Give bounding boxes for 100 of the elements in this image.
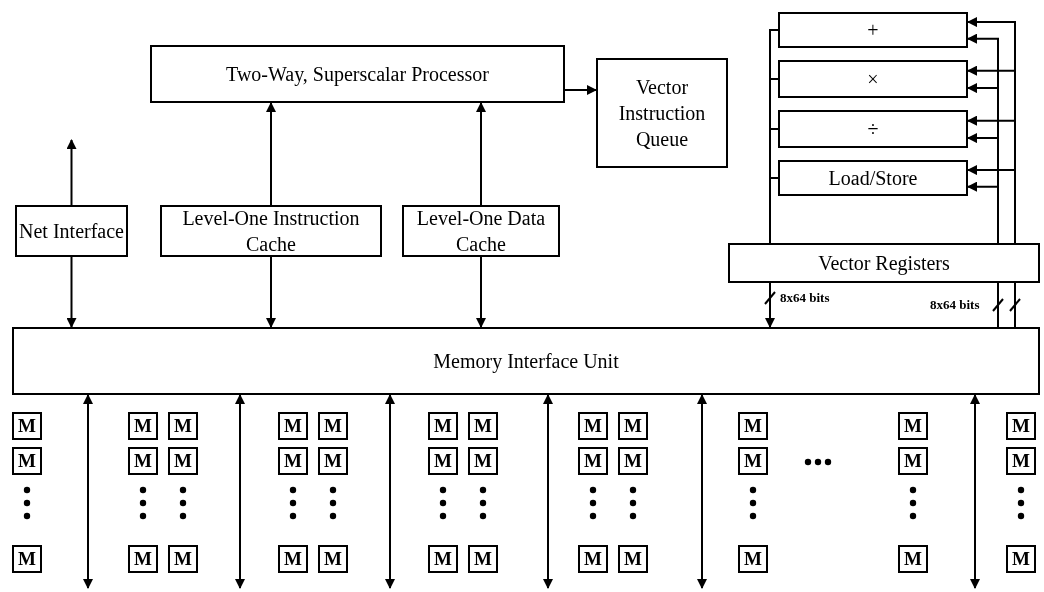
block-label: M	[284, 448, 302, 473]
memory-module-box	[128, 545, 158, 573]
memory-module-box	[738, 447, 768, 475]
block-label: M	[624, 546, 642, 571]
connector-line	[997, 282, 999, 328]
memory-module-box	[12, 545, 42, 573]
block-label: Vector Registers	[818, 251, 950, 276]
memory-module-box	[318, 447, 348, 475]
block-label: M	[434, 546, 452, 571]
block-label: Level-One Data Cache	[415, 206, 547, 257]
block-label: M	[134, 546, 152, 571]
block-label: M	[134, 448, 152, 473]
memory-module-box	[128, 412, 158, 440]
block-box	[728, 243, 1040, 283]
block-label: M	[324, 413, 342, 438]
memory-module-box	[738, 545, 768, 573]
block-label: M	[474, 413, 492, 438]
double-arrow	[385, 394, 395, 589]
memory-module-box	[898, 412, 928, 440]
memory-module-box	[278, 447, 308, 475]
block-box	[596, 58, 728, 168]
arrow	[765, 282, 775, 328]
block-label: M	[18, 448, 36, 473]
memory-module-box	[168, 447, 198, 475]
block-label: M	[744, 448, 762, 473]
memory-module-box	[12, 412, 42, 440]
block-label: +	[867, 18, 879, 43]
memory-module-box	[578, 545, 608, 573]
block-label: M	[584, 413, 602, 438]
block-label: M	[324, 546, 342, 571]
connector-line	[769, 177, 779, 244]
double-arrow	[697, 394, 707, 589]
block-box	[150, 45, 565, 103]
block-label: M	[474, 546, 492, 571]
block-label: M	[324, 448, 342, 473]
block-label: ÷	[867, 117, 879, 142]
double-arrow	[970, 394, 980, 589]
block-box	[402, 205, 560, 257]
block-box	[12, 327, 1040, 395]
arrow	[66, 139, 77, 206]
memory-module-box	[468, 545, 498, 573]
block-label: M	[904, 413, 922, 438]
double-arrow	[543, 394, 553, 589]
memory-module-box	[318, 412, 348, 440]
block-label: M	[904, 448, 922, 473]
memory-module-box	[468, 447, 498, 475]
block-label: M	[744, 413, 762, 438]
memory-module-box	[128, 447, 158, 475]
block-label: M	[134, 413, 152, 438]
block-label: Memory Interface Unit	[433, 349, 619, 374]
block-label: M	[434, 413, 452, 438]
memory-module-box	[468, 412, 498, 440]
arrow	[967, 181, 999, 244]
block-label: M	[904, 546, 922, 571]
double-arrow	[83, 394, 93, 589]
block-box	[778, 60, 968, 98]
arrow	[266, 102, 276, 206]
memory-module-box	[428, 412, 458, 440]
memory-module-box	[428, 447, 458, 475]
memory-module-box	[168, 545, 198, 573]
block-label: M	[1012, 448, 1030, 473]
block-label: Vector Instruction Queue	[617, 75, 707, 152]
block-box	[15, 205, 128, 257]
memory-module-box	[898, 447, 928, 475]
block-box	[778, 110, 968, 148]
block-box	[160, 205, 382, 257]
block-label: M	[584, 448, 602, 473]
block-label: M	[174, 448, 192, 473]
block-label: M	[284, 413, 302, 438]
memory-module-box	[428, 545, 458, 573]
block-label: M	[174, 413, 192, 438]
memory-module-box	[578, 447, 608, 475]
memory-module-box	[318, 545, 348, 573]
block-label: M	[1012, 546, 1030, 571]
block-label: Net Interface	[19, 219, 124, 244]
memory-module-box	[1006, 545, 1036, 573]
block-label: ×	[867, 67, 879, 92]
block-label: M	[284, 546, 302, 571]
block-label: M	[584, 546, 602, 571]
block-label: M	[1012, 413, 1030, 438]
block-label: M	[434, 448, 452, 473]
memory-module-box	[618, 545, 648, 573]
block-label: M	[474, 448, 492, 473]
memory-module-box	[1006, 447, 1036, 475]
memory-module-box	[278, 545, 308, 573]
block-label: M	[624, 448, 642, 473]
arrow	[967, 165, 1016, 244]
block-label: M	[18, 546, 36, 571]
block-label: Level-One Instruction Cache	[181, 206, 361, 257]
arrow	[564, 85, 597, 95]
block-label: M	[18, 413, 36, 438]
memory-module-box	[898, 545, 928, 573]
double-arrow	[235, 394, 245, 589]
arrow	[266, 256, 276, 328]
memory-module-box	[168, 412, 198, 440]
block-label: M	[624, 413, 642, 438]
arrow	[66, 256, 77, 328]
block-label: M	[174, 546, 192, 571]
memory-module-box	[12, 447, 42, 475]
memory-module-box	[738, 412, 768, 440]
